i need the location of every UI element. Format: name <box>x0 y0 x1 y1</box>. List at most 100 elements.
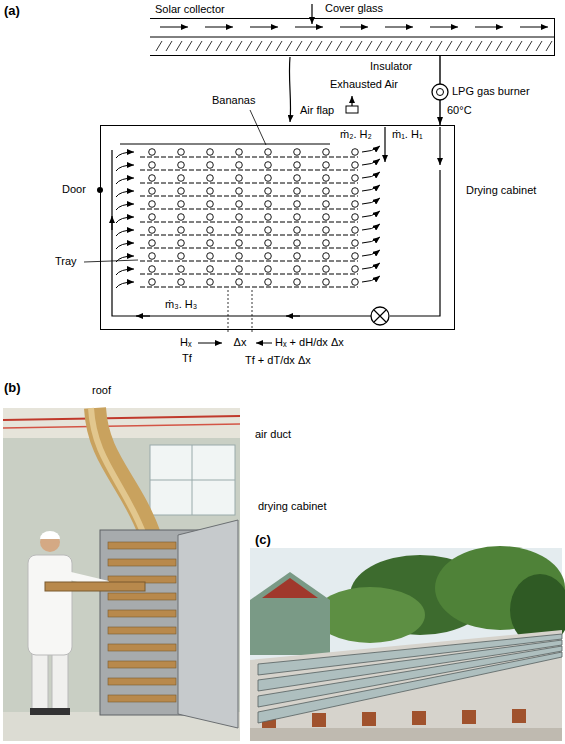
banana-symbol <box>323 162 330 169</box>
banana-symbol <box>178 227 185 234</box>
absorber-line <box>150 37 555 38</box>
hatch-line <box>316 41 322 51</box>
ceiling <box>3 408 240 438</box>
banana-symbol <box>323 214 330 221</box>
hatch-line <box>376 41 382 51</box>
tray-line <box>140 183 358 184</box>
air-flow-arrow <box>295 27 323 28</box>
banana-symbol <box>149 175 156 182</box>
entry-air-arrow <box>116 217 134 223</box>
hatch-line <box>386 41 392 51</box>
banana-symbol <box>352 227 359 234</box>
hatch-line <box>276 41 282 51</box>
brick-pillar <box>312 713 326 727</box>
air-duct-photo <box>95 408 150 535</box>
hatch-line <box>486 41 492 51</box>
banana-symbol <box>265 266 272 273</box>
flow-arrow <box>384 127 385 162</box>
entry-air-arrow <box>116 230 134 236</box>
part-label: Hₓ + dH/dx Δx <box>275 336 344 349</box>
part-label: Cover glass <box>325 2 383 15</box>
banana-symbol <box>207 240 214 247</box>
exit-air-arrow <box>362 276 380 282</box>
hatch-line <box>226 41 232 51</box>
hatch-line <box>196 41 202 51</box>
part-label: Door <box>62 183 86 196</box>
hatch-line <box>186 41 192 51</box>
part-label: Insulator <box>370 60 412 73</box>
banana-symbol <box>352 214 359 221</box>
banana-symbol <box>265 149 272 156</box>
hatch-line <box>326 41 332 51</box>
building-roof <box>262 578 318 598</box>
banana-symbol <box>207 253 214 260</box>
part-label: ṁ₃. H₃ <box>165 298 197 311</box>
worker-shoe <box>50 708 70 715</box>
exit-air-arrow <box>362 146 380 152</box>
banana-symbol <box>207 227 214 234</box>
tray-line <box>140 248 358 249</box>
banana-symbol <box>149 240 156 247</box>
banana-symbol <box>352 149 359 156</box>
photo-tray <box>108 559 176 566</box>
gas-burner-core <box>437 89 444 96</box>
entry-air-arrow <box>116 178 134 184</box>
part-label: roof <box>92 384 111 397</box>
banana-symbol <box>178 162 185 169</box>
hatch-line <box>426 41 432 51</box>
air-flow-arrow <box>475 27 503 28</box>
part-label: drying cabinet <box>258 500 327 513</box>
worker-leg <box>32 652 48 710</box>
panel-letter: (b) <box>4 380 21 395</box>
worker-shoe <box>30 708 50 715</box>
part-label: Tf + dT/dx Δx <box>245 354 311 367</box>
banana-symbol <box>352 266 359 273</box>
worker-body <box>28 555 72 655</box>
tray-line <box>140 170 358 171</box>
banana-symbol <box>352 253 359 260</box>
hatch-line <box>156 41 162 51</box>
air-flow-arrow <box>385 27 413 28</box>
banana-symbol <box>323 266 330 273</box>
glass-panel <box>258 646 562 707</box>
exit-air-arrow <box>362 224 380 230</box>
hatch-line <box>366 41 372 51</box>
banana-symbol <box>265 253 272 260</box>
banana-symbol <box>149 214 156 221</box>
banana-symbol <box>236 279 243 286</box>
part-label: 60°C <box>447 104 472 117</box>
part-label: Exhausted Air <box>330 78 398 91</box>
flow-arrow <box>439 127 440 165</box>
banana-symbol <box>149 149 156 156</box>
banana-symbol <box>352 188 359 195</box>
blower-symbol <box>371 307 389 325</box>
banana-symbol <box>323 149 330 156</box>
exit-air-arrow <box>362 198 380 204</box>
element-boundary <box>228 290 229 334</box>
banana-symbol <box>178 201 185 208</box>
hatch-line <box>266 41 272 51</box>
banana-symbol <box>236 188 243 195</box>
hatch-line <box>436 41 442 51</box>
entry-air-arrow <box>116 282 134 288</box>
held-tray <box>45 582 145 591</box>
air-flow-arrow <box>160 27 188 28</box>
banana-trays <box>108 542 176 702</box>
hatch-line <box>246 41 252 51</box>
flow-arrow <box>111 216 112 230</box>
exit-air-arrow <box>362 263 380 269</box>
banana-symbol <box>207 214 214 221</box>
blower-cross <box>374 310 386 322</box>
hatch-line <box>256 41 262 51</box>
schematic <box>84 4 555 343</box>
leader-line <box>250 110 266 145</box>
tray-line <box>140 274 358 275</box>
leader-line <box>84 260 138 262</box>
hatch-line <box>356 41 362 51</box>
banana-symbol <box>294 175 301 182</box>
banana-symbol <box>352 240 359 247</box>
entry-air-arrow <box>116 269 134 275</box>
rooftop <box>250 630 562 741</box>
banana-symbol <box>352 162 359 169</box>
